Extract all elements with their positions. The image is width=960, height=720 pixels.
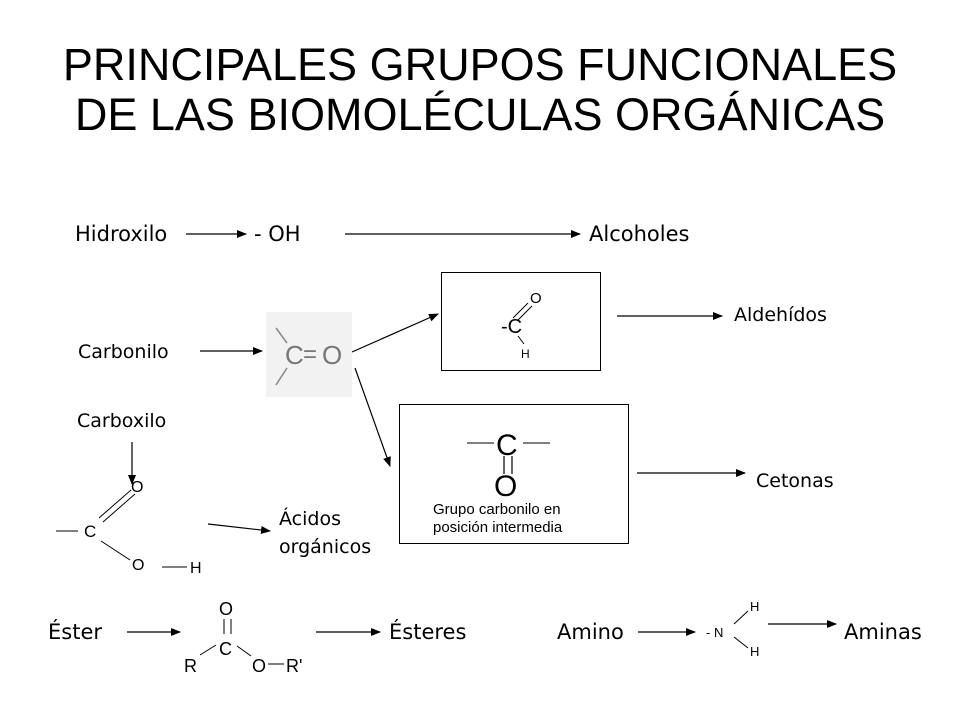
carbonyl-structure: C = O bbox=[266, 312, 352, 397]
aldehyde-structure: -C O H bbox=[501, 290, 542, 361]
label-hidroxilo: Hidroxilo bbox=[75, 222, 168, 246]
aldehyde-h: H bbox=[521, 347, 530, 361]
label-aldehidos: Aldehídos bbox=[734, 304, 827, 326]
label-acidos-1: Ácidos bbox=[279, 508, 341, 530]
ketone-caption-1: Grupo carbonilo en bbox=[433, 501, 561, 518]
acid-o1: O bbox=[131, 479, 143, 496]
carbonyl-o: O bbox=[322, 340, 342, 370]
label-aminas: Aminas bbox=[844, 620, 922, 644]
acid-c: C bbox=[84, 522, 96, 541]
aldehyde-o: O bbox=[530, 290, 542, 307]
ester-c: C bbox=[219, 639, 232, 659]
arrow-carbonyl-to-ketone bbox=[354, 367, 391, 467]
carbonyl-c: C bbox=[285, 340, 304, 370]
formula-oh: - OH bbox=[254, 222, 301, 246]
ketone-caption-2: posición intermedia bbox=[433, 519, 563, 536]
ketone-structure: C O Grupo carbonilo en posición intermed… bbox=[433, 429, 563, 536]
amine-h1: H bbox=[750, 599, 759, 614]
acid-o2: O bbox=[132, 557, 144, 574]
arrow-acid-to-acidos bbox=[207, 523, 271, 534]
title-line-2: DE LAS BIOMOLÉCULAS ORGÁNICAS bbox=[74, 89, 886, 140]
ester-o: O bbox=[219, 599, 233, 619]
amine-structure: - N H H bbox=[706, 599, 759, 659]
label-ester: Éster bbox=[48, 620, 102, 644]
ester-structure: O C R O R' bbox=[184, 599, 302, 676]
title-line-1: PRINCIPALES GRUPOS FUNCIONALES bbox=[62, 39, 898, 90]
amine-n: - N bbox=[706, 625, 723, 640]
aldehyde-structure-box bbox=[441, 272, 601, 371]
page-title: PRINCIPALES GRUPOS FUNCIONALES DE LAS BI… bbox=[0, 40, 960, 140]
carboxyl-structure: C O O H bbox=[56, 479, 202, 577]
arrow-carbonyl-to-aldehyde bbox=[351, 313, 439, 353]
acid-h: H bbox=[190, 560, 202, 577]
ester-r: R bbox=[184, 656, 197, 676]
label-esteres: Ésteres bbox=[389, 620, 467, 644]
label-alcoholes: Alcoholes bbox=[589, 222, 690, 246]
label-amino: Amino bbox=[557, 620, 624, 644]
ketone-o: O bbox=[494, 470, 517, 503]
label-carboxilo: Carboxilo bbox=[77, 410, 167, 432]
label-carbonilo: Carbonilo bbox=[78, 341, 169, 363]
ketone-structure-box bbox=[399, 404, 629, 544]
ketone-c: C bbox=[496, 429, 518, 462]
ester-o2: O bbox=[252, 656, 266, 676]
ester-r2: R' bbox=[286, 656, 302, 676]
amine-h2: H bbox=[750, 644, 759, 659]
carbonyl-eq: = bbox=[303, 341, 317, 368]
label-cetonas: Cetonas bbox=[756, 470, 834, 492]
aldehyde-c: -C bbox=[501, 316, 522, 338]
label-acidos-2: orgánicos bbox=[279, 536, 372, 558]
